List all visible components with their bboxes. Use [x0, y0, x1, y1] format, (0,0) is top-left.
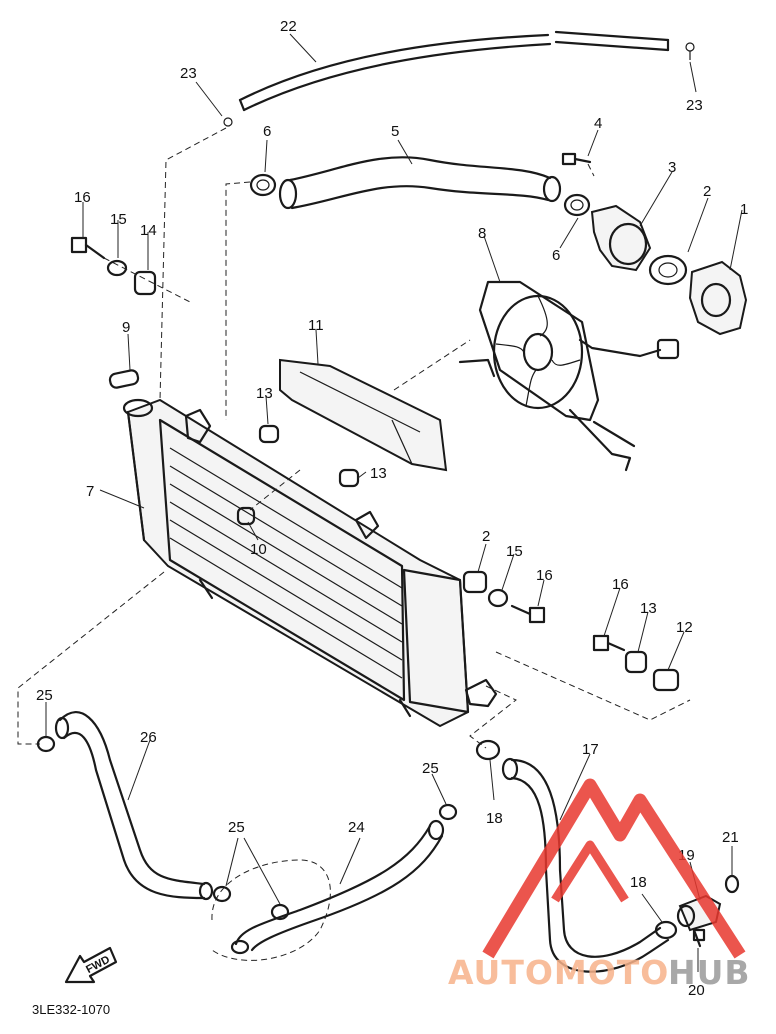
grommet-13-a [258, 424, 280, 444]
callout-25-right: 25 [422, 760, 439, 777]
callout-13-c: 13 [640, 600, 657, 617]
callout-24: 24 [348, 819, 365, 836]
callout-25-left: 25 [36, 687, 53, 704]
grommet-12 [652, 668, 680, 692]
callout-6-right: 6 [552, 247, 560, 264]
callout-17: 17 [582, 741, 599, 758]
thermostat-2 [648, 254, 688, 286]
watermark: AUTOMOTO HUB [448, 778, 751, 992]
hose-26 [54, 711, 214, 901]
callout-8: 8 [478, 225, 486, 242]
thermostat-cover-3 [590, 204, 652, 272]
radiator-7 [122, 398, 498, 728]
callout-23-left: 23 [180, 65, 197, 82]
callout-21: 21 [722, 829, 739, 846]
watermark-logo [482, 778, 746, 959]
radiator-core [169, 447, 403, 679]
clamp-6-right [563, 193, 591, 217]
fwd-arrow: FWD [64, 946, 118, 984]
callout-25-mid: 25 [228, 819, 245, 836]
assembly-lines [17, 127, 691, 749]
clamp-25-c [270, 903, 290, 921]
diagram-code: 3LE332-1070 [32, 1002, 110, 1017]
thermostat-housing-1 [688, 260, 748, 336]
callout-4: 4 [594, 115, 602, 132]
callout-6-top: 6 [263, 123, 271, 140]
grommet-13-c [624, 650, 648, 674]
washer-15-left [106, 259, 128, 277]
clip-23-right [685, 42, 695, 60]
oring-21 [724, 874, 740, 894]
hose-24 [211, 819, 445, 961]
clamp-25-b [212, 885, 232, 903]
callout-16-left: 16 [74, 189, 91, 206]
clip-23-left [223, 117, 233, 127]
callout-1: 1 [740, 201, 748, 218]
callout-13-b: 13 [370, 465, 387, 482]
callout-11: 11 [308, 317, 324, 334]
watermark-text-auto: AUTOMOTO [448, 953, 669, 992]
callout-22: 22 [280, 18, 297, 35]
grommet-10 [236, 506, 256, 526]
watermark-text-hub: HUB [668, 953, 751, 992]
washer-15-right [487, 588, 509, 608]
clamp-18-top [475, 739, 501, 761]
callout-10: 10 [250, 541, 267, 558]
leader-lines [45, 33, 743, 972]
bolt-16-left [70, 236, 106, 260]
bolt-16-right [592, 634, 626, 652]
cap-9 [108, 369, 140, 389]
callout-18-bottom: 18 [630, 874, 647, 891]
hose-5 [278, 156, 562, 210]
clamp-18-bottom [654, 920, 678, 940]
grommet-13-b [338, 468, 360, 488]
bolt-4 [561, 152, 592, 166]
callout-5: 5 [391, 123, 399, 140]
callouts: 22 23 23 6 5 4 3 2 1 6 16 15 14 8 11 9 1… [36, 18, 748, 999]
callout-18-top: 18 [486, 810, 503, 827]
callout-16-right: 16 [612, 576, 629, 593]
clamp-25-a [36, 735, 56, 753]
callout-26: 26 [140, 729, 157, 746]
callout-2-top: 2 [703, 183, 711, 200]
bolt-16-mid [510, 604, 546, 624]
clamp-25-d [438, 803, 458, 821]
callout-9: 9 [122, 319, 130, 336]
clamp-6-top [249, 173, 277, 197]
bolt-20 [692, 928, 706, 948]
grommet-14 [133, 270, 157, 296]
callout-15-left: 15 [110, 211, 127, 228]
callout-7: 7 [86, 483, 94, 500]
callout-2-lower: 2 [482, 528, 490, 545]
callout-15-right: 15 [506, 543, 523, 560]
protector-11 [279, 358, 448, 472]
fan-8 [458, 280, 680, 472]
callout-20: 20 [688, 982, 705, 999]
callout-3: 3 [668, 159, 676, 176]
callout-12: 12 [676, 619, 693, 636]
grommet-2-lower [462, 570, 488, 594]
callout-13-a: 13 [256, 385, 273, 402]
hose-17 [501, 757, 670, 973]
callout-14: 14 [140, 222, 157, 239]
callout-23-right: 23 [686, 97, 703, 114]
callout-16-mid: 16 [536, 567, 553, 584]
hose-22 [238, 30, 670, 112]
